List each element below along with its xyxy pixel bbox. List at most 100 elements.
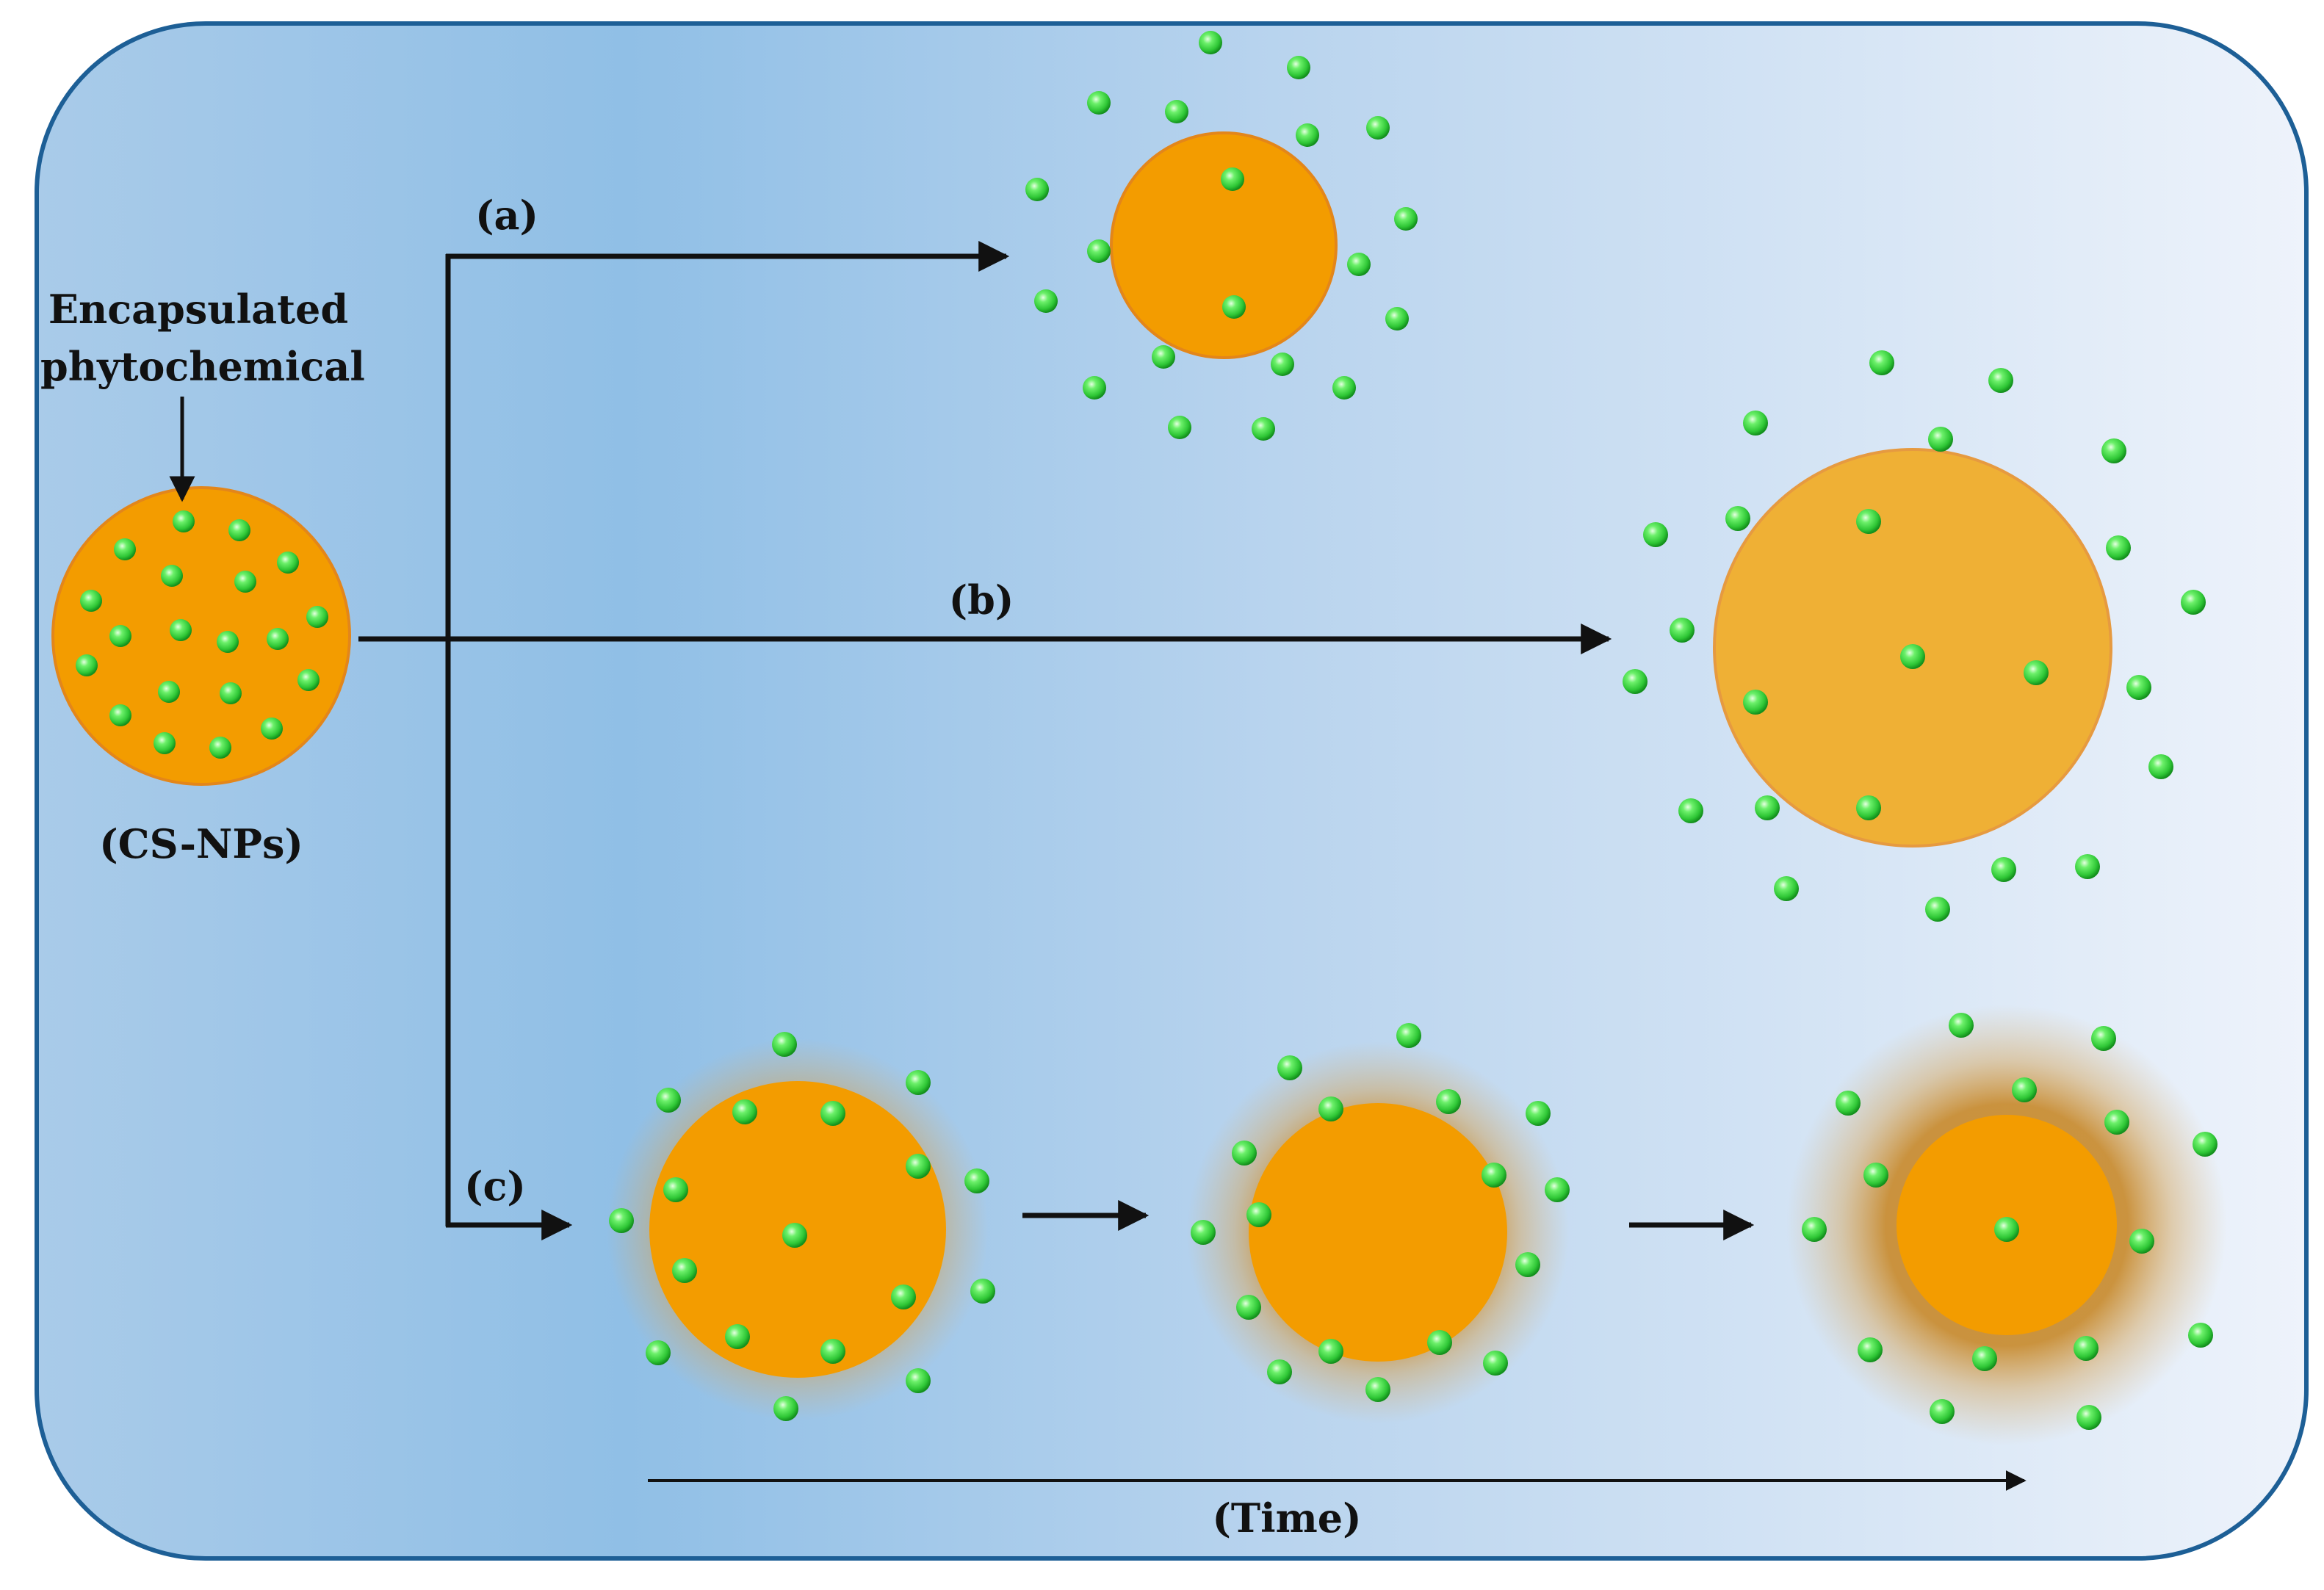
released-drug-group (609, 1032, 995, 1421)
route-c-label: (c) (464, 1163, 526, 1210)
encapsulated-drug-group (76, 510, 328, 759)
green-sphere-icon (1755, 795, 1780, 820)
time-label: (Time) (1212, 1495, 1361, 1542)
green-sphere-icon (1856, 795, 1881, 820)
green-sphere-icon (1347, 253, 1371, 276)
green-sphere-icon (1365, 1377, 1390, 1402)
green-sphere-icon (906, 1070, 931, 1095)
green-sphere-icon (663, 1177, 688, 1202)
green-sphere-icon (1427, 1330, 1452, 1355)
green-sphere-icon (1670, 618, 1695, 643)
green-sphere-icon (2181, 590, 2206, 615)
green-sphere-icon (1232, 1141, 1257, 1166)
green-sphere-icon (217, 631, 239, 653)
green-sphere-icon (1545, 1177, 1570, 1202)
green-sphere-icon (772, 1032, 797, 1057)
green-sphere-icon (656, 1088, 681, 1113)
route-a-particle (1025, 31, 1418, 441)
green-sphere-icon (2188, 1323, 2213, 1348)
green-sphere-icon (1252, 417, 1275, 441)
green-sphere-icon (109, 704, 131, 726)
orange-sphere-icon (1110, 131, 1338, 359)
green-sphere-icon (2126, 675, 2151, 700)
green-sphere-icon (1858, 1337, 1883, 1362)
green-sphere-icon (1743, 411, 1768, 436)
green-sphere-icon (2101, 438, 2126, 463)
green-sphere-icon (1988, 368, 2013, 393)
green-sphere-icon (220, 682, 242, 704)
green-sphere-icon (725, 1324, 750, 1349)
released-drug-group (1623, 350, 2206, 922)
cs-nanoparticle-source (51, 486, 351, 786)
green-sphere-icon (1087, 91, 1111, 115)
green-sphere-icon (1296, 123, 1319, 147)
green-sphere-icon (2075, 854, 2100, 879)
green-sphere-icon (820, 1339, 845, 1364)
green-sphere-icon (1396, 1023, 1421, 1048)
green-sphere-icon (2012, 1077, 2037, 1102)
green-sphere-icon (1221, 167, 1244, 191)
green-sphere-icon (1526, 1101, 1551, 1126)
green-sphere-icon (2129, 1229, 2154, 1254)
green-sphere-icon (1643, 522, 1668, 547)
green-sphere-icon (1774, 876, 1799, 901)
route-arrows (358, 241, 1755, 1240)
green-sphere-icon (2076, 1405, 2101, 1430)
green-sphere-icon (2091, 1026, 2116, 1051)
green-sphere-icon (1332, 376, 1356, 400)
released-drug-group (1802, 1013, 2217, 1430)
green-sphere-icon (173, 510, 195, 532)
green-sphere-icon (1678, 798, 1703, 823)
green-sphere-icon (267, 628, 289, 650)
green-sphere-icon (906, 1154, 931, 1179)
green-sphere-icon (1199, 31, 1222, 54)
green-sphere-icon (1087, 239, 1111, 263)
green-sphere-icon (1483, 1351, 1508, 1376)
green-sphere-icon (1836, 1091, 1861, 1116)
green-sphere-icon (1152, 345, 1175, 369)
green-sphere-icon (1168, 416, 1191, 439)
green-sphere-icon (2104, 1110, 2129, 1135)
green-sphere-icon (1277, 1055, 1302, 1080)
cs-nps-label: (CS-NPs) (99, 820, 303, 867)
green-sphere-icon (1385, 307, 1409, 330)
green-sphere-icon (1925, 897, 1950, 922)
green-sphere-icon (1034, 289, 1058, 313)
green-sphere-icon (1246, 1202, 1271, 1227)
green-sphere-icon (261, 718, 283, 740)
encapsulated-label-line2: phytochemical (40, 343, 365, 390)
route-c-stage-3 (1786, 1005, 2227, 1445)
green-sphere-icon (228, 519, 250, 541)
green-sphere-icon (646, 1340, 671, 1365)
green-sphere-icon (964, 1168, 989, 1193)
green-sphere-icon (1236, 1295, 1261, 1320)
route-b-swollen-particle (1623, 350, 2206, 922)
green-sphere-icon (672, 1258, 697, 1283)
route-c-stage-1 (607, 1032, 995, 1421)
green-sphere-icon (1994, 1217, 2019, 1242)
green-sphere-icon (1267, 1359, 1292, 1384)
green-sphere-icon (1318, 1339, 1343, 1364)
route-c-stage-2 (1187, 1023, 1570, 1423)
green-sphere-icon (891, 1284, 916, 1309)
diagram-panel (35, 21, 2309, 1561)
green-sphere-icon (1318, 1096, 1343, 1121)
green-sphere-icon (1191, 1220, 1216, 1245)
green-sphere-icon (970, 1279, 995, 1304)
green-sphere-icon (1623, 669, 1648, 694)
green-sphere-icon (2074, 1336, 2099, 1361)
green-sphere-icon (154, 732, 176, 754)
green-sphere-icon (1436, 1089, 1461, 1114)
green-sphere-icon (1165, 100, 1188, 123)
green-sphere-icon (1972, 1346, 1997, 1371)
green-sphere-icon (1930, 1399, 1955, 1424)
green-sphere-icon (1900, 644, 1925, 669)
green-sphere-icon (80, 590, 102, 612)
green-sphere-icon (782, 1223, 807, 1248)
green-sphere-icon (820, 1101, 845, 1126)
green-sphere-icon (297, 669, 320, 691)
green-sphere-icon (1725, 506, 1750, 531)
green-sphere-icon (732, 1099, 757, 1124)
green-sphere-icon (170, 619, 192, 641)
green-sphere-icon (1025, 178, 1049, 201)
